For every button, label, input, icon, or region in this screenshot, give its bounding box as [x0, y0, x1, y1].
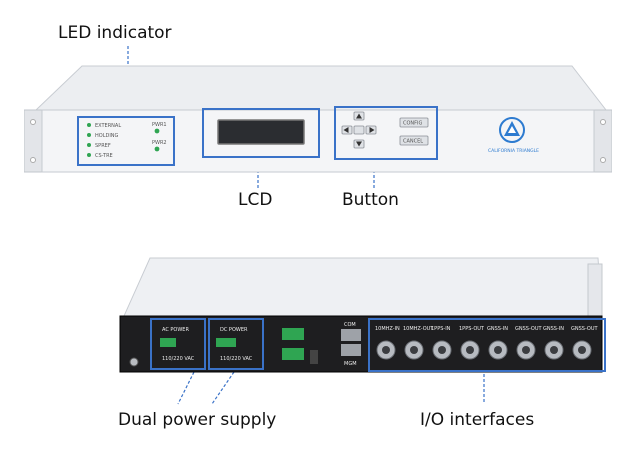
ac-power-label: AC POWER: [162, 327, 189, 333]
bnc-center-pin: [466, 346, 474, 354]
dc-power-label: DC POWER: [220, 327, 248, 333]
cancel-button-label: CANCEL: [403, 139, 423, 145]
io-port-label: 10MHZ-IN: [375, 326, 400, 332]
ac-rating-label: 110/220 VAC: [162, 356, 195, 362]
bnc-center-pin: [522, 346, 530, 354]
bnc-center-pin: [578, 346, 586, 354]
front-panel: EXTERNAL HOLDING SPREF CS-TRE PWR1 PWR2 …: [23, 60, 613, 180]
mgmt-label: MGM: [344, 361, 357, 367]
arrow-down-icon: [356, 141, 362, 147]
button-label: Button: [342, 190, 399, 210]
led-cs-tre: [87, 153, 91, 157]
led-spref: [87, 143, 91, 147]
led-label-holding: HOLDING: [95, 133, 119, 139]
bnc-center-pin: [550, 346, 558, 354]
io-port-label: 10MHZ-OUT: [403, 326, 434, 332]
led-label-cs-tre: CS-TRE: [95, 153, 113, 159]
io-port-label: GNSS-IN: [543, 326, 564, 332]
dc-rating-label: 110/220 VAC: [220, 356, 253, 362]
lcd-panel: [202, 108, 320, 158]
button-ok[interactable]: [353, 125, 365, 135]
dual-power-supply-label: Dual power supply: [118, 410, 277, 430]
config-button-label: CONFIG: [403, 121, 423, 127]
bnc-center-pin: [438, 346, 446, 354]
lcd-label: LCD: [238, 190, 273, 210]
bnc-center-pin: [494, 346, 502, 354]
io-port-label: 1PPS-OUT: [459, 326, 485, 332]
terminal-block-top[interactable]: [282, 328, 304, 340]
com-label: COM: [344, 322, 356, 328]
button-panel: CONFIG CANCEL: [334, 106, 438, 160]
com-port[interactable]: [341, 329, 361, 341]
io-port-label: GNSS-OUT: [571, 326, 599, 332]
dc-power-terminal[interactable]: [216, 338, 236, 347]
ground-screw-icon: [129, 357, 139, 367]
mgmt-port[interactable]: [341, 344, 361, 356]
brand-logo: CALIFORNIA TRIANGLE: [488, 117, 539, 154]
power-supply-panel: AC POWER DC POWER 110/220 VAC 110/220 VA…: [150, 318, 264, 370]
triangle-logo-icon: [499, 117, 525, 143]
pwr1-label: PWR1: [152, 122, 167, 128]
led-pwr2: [154, 146, 160, 152]
led-label-external: EXTERNAL: [95, 123, 121, 129]
bnc-center-pin: [382, 346, 390, 354]
ac-power-terminal[interactable]: [160, 338, 176, 347]
led-indicator-label: LED indicator: [58, 23, 172, 43]
io-port-label: GNSS-OUT: [515, 326, 543, 332]
brand-name: CALIFORNIA TRIANGLE: [488, 148, 539, 154]
terminal-block-bottom[interactable]: [282, 348, 304, 360]
arrow-left-icon: [343, 127, 349, 133]
terminal-blocks: [282, 328, 318, 364]
arrow-right-icon: [369, 127, 375, 133]
arrow-up-icon: [356, 113, 362, 119]
led-external: [87, 123, 91, 127]
io-port-label: GNSS-IN: [487, 326, 508, 332]
led-holding: [87, 133, 91, 137]
led-label-spref: SPREF: [95, 143, 111, 149]
io-port-label: 1PPS-IN: [431, 326, 451, 332]
cancel-button[interactable]: [399, 135, 429, 146]
rear-panel: AC POWER DC POWER 110/220 VAC 110/220 VA…: [110, 256, 610, 386]
bnc-center-pin: [410, 346, 418, 354]
pwr2-label: PWR2: [152, 140, 167, 146]
led-pwr1: [154, 128, 160, 134]
led-indicator-panel: EXTERNAL HOLDING SPREF CS-TRE PWR1 PWR2: [77, 116, 175, 166]
config-button[interactable]: [399, 117, 429, 128]
network-ports: COM MGM: [341, 322, 361, 367]
lcd-screen: [217, 119, 305, 145]
io-interfaces-label: I/O interfaces: [420, 410, 535, 430]
